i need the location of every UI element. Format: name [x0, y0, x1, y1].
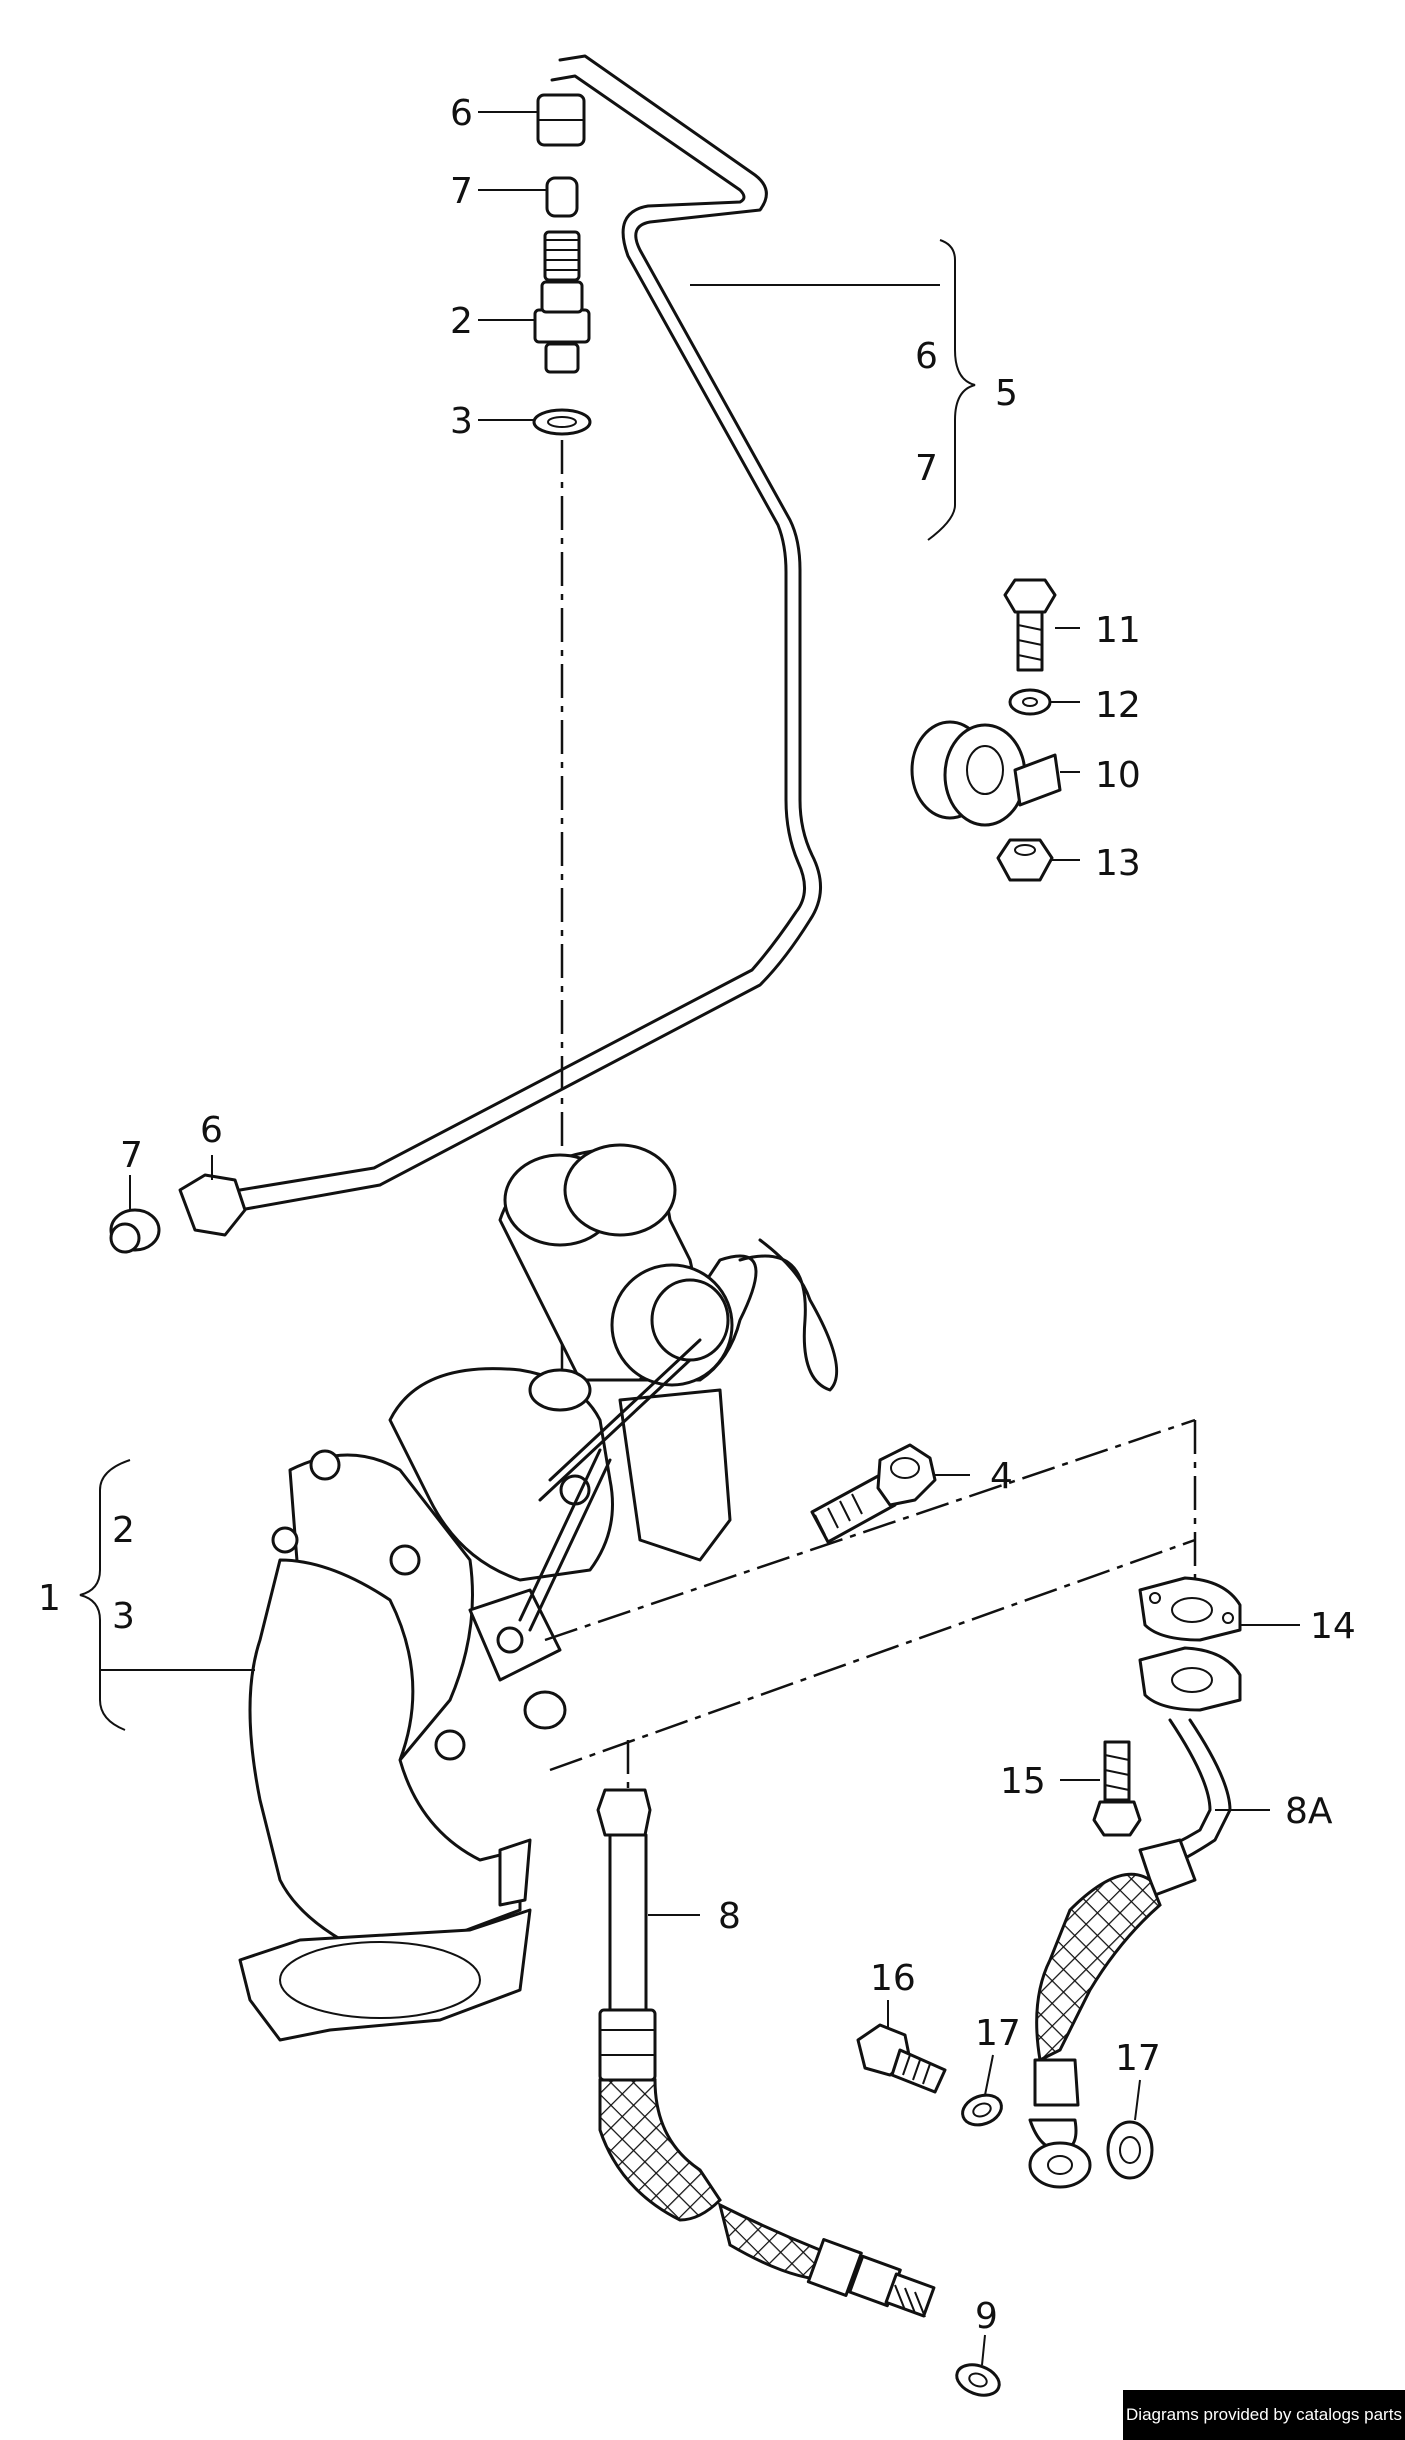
clamp-10	[910, 720, 1062, 827]
label-13: 13	[1095, 843, 1141, 884]
leader-lines	[100, 111, 1300, 2366]
seal-9	[955, 2363, 1001, 2397]
label-2-top: 2	[450, 301, 473, 342]
washer-12	[1008, 688, 1052, 716]
label-6-top: 6	[450, 93, 473, 134]
gasket-14	[1138, 1576, 1242, 1642]
label-6-left: 6	[200, 1110, 223, 1151]
union-nut-left	[178, 1173, 247, 1237]
label-17-a: 17	[975, 2013, 1021, 2054]
label-8a: 8A	[1285, 1791, 1333, 1832]
oil-hose-8	[596, 1788, 936, 2318]
label-5-group: 5	[995, 373, 1018, 414]
banjo-fitting-2	[533, 230, 591, 374]
label-1-group: 1	[38, 1578, 61, 1619]
label-15: 15	[1000, 1761, 1046, 1802]
label-7-group: 7	[915, 448, 938, 489]
oil-return-pipe-8a	[1028, 1646, 1242, 2189]
label-17-b: 17	[1115, 2038, 1161, 2079]
label-9: 9	[975, 2296, 998, 2337]
bolt-11	[1003, 578, 1057, 672]
turbocharger	[238, 1143, 839, 2042]
label-2-group: 2	[112, 1510, 135, 1551]
label-4: 4	[990, 1456, 1013, 1497]
label-11: 11	[1095, 610, 1141, 651]
bolt-16	[856, 2023, 947, 2094]
nut-13	[996, 838, 1054, 882]
label-6-group: 6	[915, 336, 938, 377]
label-12: 12	[1095, 685, 1141, 726]
oil-supply-pipe	[238, 54, 822, 1212]
sleeve-7-top	[545, 176, 579, 218]
label-3-top: 3	[450, 401, 473, 442]
union-nut-top	[536, 93, 586, 147]
label-14: 14	[1310, 1606, 1356, 1647]
callout-labels: 6 7 2 3 6 5 7 11 12 10 13 7 6 2 1 3 4 14…	[38, 93, 1356, 2337]
label-8: 8	[718, 1896, 741, 1937]
catalog-credit-badge: Diagrams provided by catalogs parts	[1123, 2390, 1405, 2440]
washer-17-b	[1106, 2120, 1154, 2180]
label-7-top: 7	[450, 171, 473, 212]
label-3-group: 3	[112, 1596, 135, 1637]
seal-ring-3	[532, 408, 592, 436]
bolt-15	[1092, 1740, 1142, 1837]
washer-17-a	[961, 2093, 1003, 2127]
label-16: 16	[870, 1958, 916, 1999]
sleeve-7-left	[109, 1208, 161, 1254]
bolt-4	[810, 1443, 937, 1544]
label-7-left: 7	[120, 1135, 143, 1176]
label-10: 10	[1095, 755, 1141, 796]
